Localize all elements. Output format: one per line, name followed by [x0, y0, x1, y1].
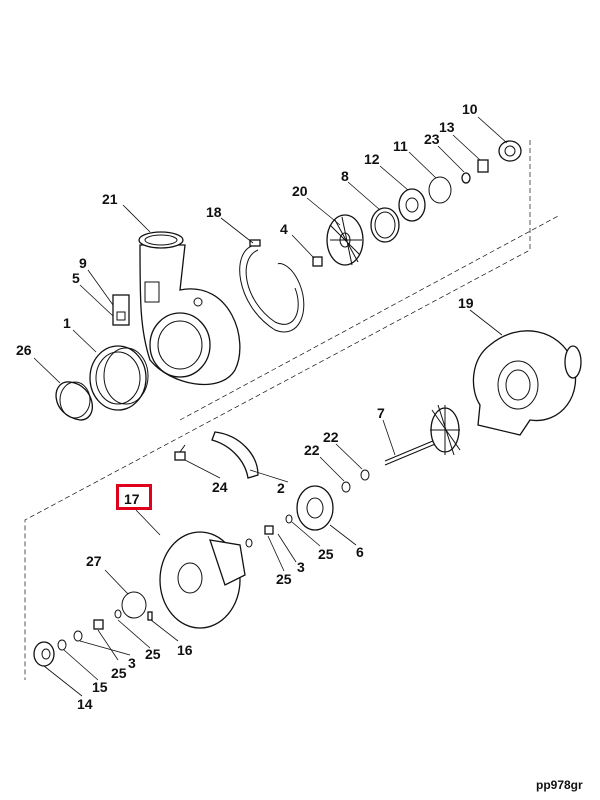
assembly-axis-lines: [24, 140, 561, 680]
callout-15: 15: [92, 679, 108, 695]
callout-22-left: 22: [304, 442, 320, 458]
callout-23: 23: [424, 131, 440, 147]
part-21-compressor-housing: [138, 231, 241, 386]
part-9-5-label-plate: [112, 294, 130, 326]
callout-27: 27: [86, 553, 102, 569]
part-7-turbine-shaft: [384, 404, 461, 466]
callout-22-right: 22: [323, 429, 339, 445]
callout-25-lower: 25: [145, 646, 161, 662]
callout-labels: 10 13 23 11 12 8 20 21 18 4 9 5 1 26 19 …: [16, 101, 478, 712]
callout-9: 9: [79, 255, 87, 271]
part-6-thrust-collar: [296, 485, 334, 531]
part-8-snap-ring: [370, 207, 400, 243]
part-10-cap: [498, 140, 522, 162]
callout-leader-lines: [33, 116, 508, 697]
part-19-bearing-housing: [472, 330, 582, 436]
part-1-seal-ring: [89, 345, 149, 411]
part-11-o-ring: [428, 176, 452, 204]
callout-10: 10: [462, 101, 478, 117]
callout-21: 21: [102, 191, 118, 207]
callout-13: 13: [439, 119, 455, 135]
part-23-washer: [461, 172, 471, 184]
callout-26: 26: [16, 342, 32, 358]
callout-25-bottom: 25: [111, 665, 127, 681]
callout-6: 6: [356, 544, 364, 560]
callout-17: 17: [124, 491, 140, 507]
callout-18: 18: [206, 204, 222, 220]
callout-25-mid: 25: [276, 571, 292, 587]
part-20-compressor-wheel: [326, 214, 364, 266]
callout-3-bottom: 3: [128, 655, 136, 671]
callout-19: 19: [458, 295, 474, 311]
part-22-piston-rings: [341, 469, 370, 493]
callout-4: 4: [280, 221, 288, 237]
callout-11: 11: [393, 138, 408, 154]
callout-25-center: 25: [318, 546, 334, 562]
part-12-seal-insert: [398, 188, 426, 222]
callout-16: 16: [177, 642, 193, 658]
highlighted-callout-frame: [116, 484, 152, 510]
part-18-retaining-ring: [239, 239, 305, 333]
callout-1: 1: [63, 315, 71, 331]
part-2-heat-shield: [211, 431, 259, 479]
part-4-nut: [312, 256, 323, 267]
part-25-3-spacers-center: [245, 514, 293, 548]
part-14-end-cap: [33, 641, 55, 667]
part-17-backplate: [159, 531, 246, 629]
part-13-nut: [477, 159, 489, 173]
callout-14: 14: [77, 696, 93, 712]
part-24-bolt: [174, 444, 186, 461]
part-26-circlip: [55, 381, 93, 421]
diagram-reference-code: pp978gr: [536, 778, 583, 792]
part-25-3-lower-spacers: [57, 609, 122, 651]
callout-3-mid: 3: [297, 559, 305, 575]
callout-20: 20: [292, 183, 308, 199]
callout-7: 7: [377, 405, 385, 421]
callout-8: 8: [341, 168, 349, 184]
part-27-o-ring: [121, 591, 147, 619]
callout-12: 12: [364, 151, 380, 167]
callout-5: 5: [72, 270, 80, 286]
part-16-pin: [147, 611, 153, 621]
callout-24: 24: [212, 479, 228, 495]
callout-2: 2: [277, 480, 285, 496]
